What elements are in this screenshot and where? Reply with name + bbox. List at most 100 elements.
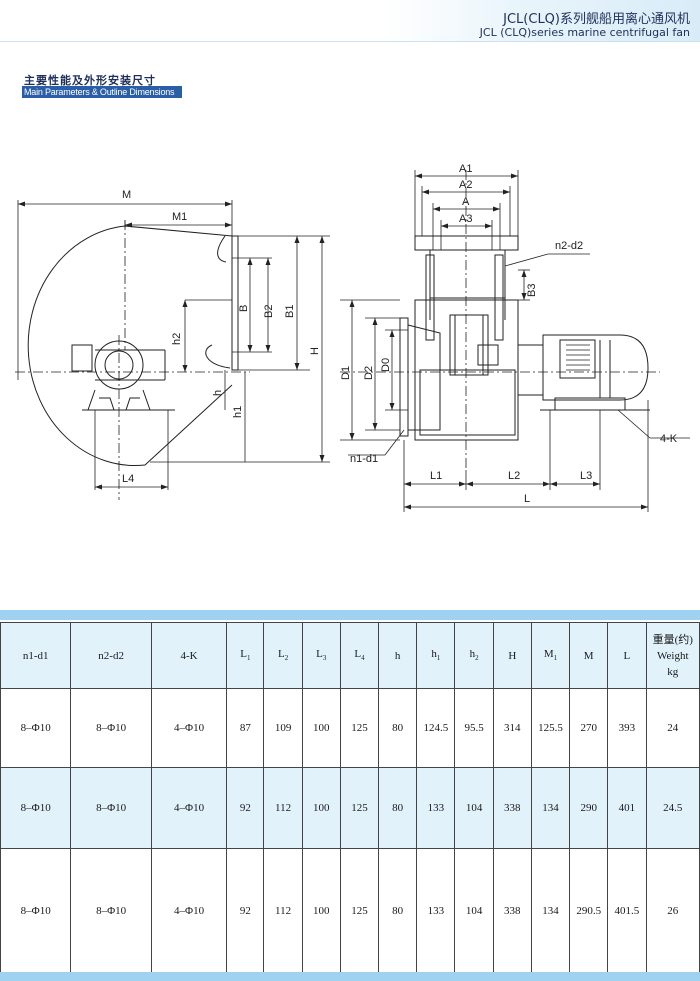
- table-cell: 100: [301, 767, 341, 849]
- weight-label-unit: kg: [667, 665, 679, 678]
- table-cell: 125: [339, 848, 380, 973]
- col-header-L2: L2: [263, 622, 303, 689]
- table-cell: 8–Φ10: [0, 848, 72, 973]
- label-L4: L4: [122, 473, 134, 485]
- table-cell: 8–Φ10: [70, 767, 152, 849]
- table-cell: 124.5: [416, 688, 456, 768]
- label-4-K: 4-K: [660, 433, 678, 445]
- label-M1: M1: [172, 211, 187, 223]
- label-B2: B2: [263, 305, 275, 318]
- table-cell: 100: [301, 848, 341, 973]
- table-cell: 112: [263, 767, 303, 849]
- table-cell: 100: [301, 688, 341, 768]
- table-cell: 134: [530, 767, 571, 849]
- label-L2: L2: [508, 470, 520, 482]
- weight-label-chinese: 重量(约): [652, 633, 693, 646]
- col-header-n1-d1: n1-d1: [0, 622, 72, 689]
- parameter-table: n1-d1 n2-d2 4-K L1 L2 L3 L4 h h1 h2 H M1…: [0, 622, 700, 973]
- table-cell: 80: [378, 848, 418, 973]
- table-cell: 125.5: [530, 688, 571, 768]
- table-cell: 104: [454, 767, 494, 849]
- header-title-english: JCL (CLQ)series marine centrifugal fan: [479, 26, 690, 39]
- col-header-H: H: [492, 622, 532, 689]
- table-cell: 8–Φ10: [0, 767, 72, 849]
- label-D2: D2: [363, 366, 375, 380]
- col-header-M: M: [569, 622, 609, 689]
- table-cell: 401: [607, 767, 647, 849]
- label-h1: h1: [232, 406, 244, 418]
- section-title-chinese: 主要性能及外形安装尺寸: [24, 74, 156, 87]
- label-B3: B3: [526, 284, 538, 297]
- table-cell: 80: [378, 767, 418, 849]
- col-header-n2-d2: n2-d2: [70, 622, 152, 689]
- col-header-h2: h2: [454, 622, 494, 689]
- table-top-bar: [0, 610, 700, 620]
- table-cell: 8–Φ10: [70, 848, 152, 973]
- table-cell: 109: [263, 688, 303, 768]
- label-A: A: [462, 196, 470, 208]
- label-L3: L3: [580, 470, 592, 482]
- table-cell: 87: [226, 688, 265, 768]
- table-row: 8–Φ10 8–Φ10 4–Φ10 87 109 100 125 80 124.…: [0, 688, 700, 768]
- label-B1: B1: [284, 305, 296, 318]
- section-title-english: Main Parameters & Outline Dimensions: [22, 86, 182, 98]
- table-cell: 92: [226, 767, 265, 849]
- col-header-weight: 重量(约) Weight kg: [645, 622, 700, 689]
- table-cell: 133: [416, 848, 456, 973]
- table-cell: 104: [454, 848, 494, 973]
- table-cell: 80: [378, 688, 418, 768]
- label-n2-d2: n2-d2: [555, 240, 583, 252]
- table-cell: 24.5: [645, 767, 700, 849]
- label-M: M: [122, 189, 131, 201]
- fan-casing-side-view: [27, 225, 239, 467]
- parameter-table-section: n1-d1 n2-d2 4-K L1 L2 L3 L4 h h1 h2 H M1…: [0, 610, 700, 981]
- table-cell: 112: [263, 848, 303, 973]
- weight-label-english: Weight: [657, 649, 689, 662]
- table-cell: 4–Φ10: [150, 767, 228, 849]
- label-h: h: [212, 390, 224, 396]
- header-band: [0, 0, 700, 42]
- label-D1: D1: [340, 366, 352, 380]
- table-cell: 393: [607, 688, 647, 768]
- label-h2: h2: [171, 333, 183, 345]
- table-cell: 270: [569, 688, 609, 768]
- table-row: 8–Φ10 8–Φ10 4–Φ10 92 112 100 125 80 133 …: [0, 767, 700, 849]
- table-cell: 4–Φ10: [150, 848, 228, 973]
- table-cell: 92: [226, 848, 265, 973]
- col-header-L: L: [607, 622, 647, 689]
- table-cell: 401.5: [607, 848, 647, 973]
- col-header-h: h: [378, 622, 418, 689]
- label-H: H: [309, 347, 321, 355]
- col-header-h1: h1: [416, 622, 456, 689]
- label-L: L: [524, 493, 530, 505]
- table-cell: 95.5: [454, 688, 494, 768]
- table-cell: 290.5: [569, 848, 609, 973]
- table-cell: 8–Φ10: [0, 688, 72, 768]
- table-cell: 8–Φ10: [70, 688, 152, 768]
- header-title-chinese: JCL(CLQ)系列舰船用离心通风机: [503, 12, 690, 27]
- label-L1: L1: [430, 470, 442, 482]
- table-cell: 338: [492, 767, 532, 849]
- table-row: 8–Φ10 8–Φ10 4–Φ10 92 112 100 125 80 133 …: [0, 848, 700, 973]
- label-A3: A3: [459, 213, 472, 225]
- label-B: B: [238, 305, 250, 312]
- col-header-L1: L1: [226, 622, 265, 689]
- table-cell: 4–Φ10: [150, 688, 228, 768]
- table-cell: 338: [492, 848, 532, 973]
- label-n1-d1: n1-d1: [350, 453, 378, 465]
- table-cell: 125: [339, 688, 380, 768]
- table-header-row: n1-d1 n2-d2 4-K L1 L2 L3 L4 h h1 h2 H M1…: [0, 622, 700, 689]
- fan-front-view: [399, 235, 650, 441]
- col-header-L3: L3: [301, 622, 341, 689]
- table-cell: 290: [569, 767, 609, 849]
- label-A2: A2: [459, 179, 472, 191]
- table-cell: 125: [339, 767, 380, 849]
- table-cell: 24: [645, 688, 700, 768]
- table-cell: 314: [492, 688, 532, 768]
- table-cell: 26: [645, 848, 700, 973]
- label-D0: D0: [380, 358, 392, 372]
- outline-dimension-drawing: M M1 B B2 B1 H h2 h h1 L4 A1 A2 A A3 n2-…: [15, 163, 690, 512]
- label-A1: A1: [459, 163, 472, 175]
- col-header-4-k: 4-K: [150, 622, 228, 689]
- col-header-L4: L4: [339, 622, 380, 689]
